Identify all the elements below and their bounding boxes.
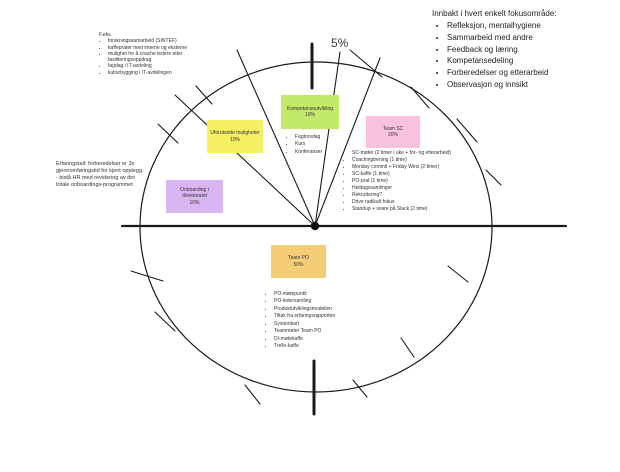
tick-mark: [410, 86, 430, 109]
sticky-uforutsette-muligheter[interactable]: Uforutsette muligheter 10%: [207, 120, 263, 153]
sticky-onboarding[interactable]: Onboarding i direktoratet 10%: [166, 180, 223, 213]
list-item: Rekruttering?: [352, 192, 467, 199]
tick-mark: [130, 270, 164, 282]
tick-mark: [456, 118, 478, 143]
sticky-title: Kompetanseutvikling: [286, 105, 334, 112]
list-item: Trello-kaffe: [274, 343, 373, 350]
list-item: Kurs: [295, 141, 348, 148]
list-item: Sammarbeid med andre: [447, 32, 618, 43]
list-item: Kompetansedeling: [447, 55, 618, 66]
sticky-team-sc[interactable]: Team SC 20%: [366, 116, 420, 148]
list-item: Coachingtrening (1 time): [352, 157, 467, 164]
list-item: Monday commit + Friday Wins (2 timer): [352, 164, 467, 171]
examples-heading: F.eks.: [99, 32, 113, 38]
list-item: Systemkart: [274, 321, 373, 328]
tick-mark: [157, 123, 179, 144]
tick-mark: [400, 337, 415, 358]
list-item: Refleksjon, mentalhygiene: [447, 20, 618, 31]
tick-mark: [349, 49, 383, 78]
list-item: Forberedelser og etterarbeid: [447, 67, 618, 78]
sticky-title: Team PO: [288, 255, 309, 262]
tick-mark: [447, 265, 469, 283]
slice-percent-label[interactable]: 5%: [331, 36, 349, 50]
list-item: PO-prat (1 time): [352, 178, 467, 185]
sector-line: [314, 51, 341, 227]
list-item: Feedback og læring: [447, 44, 618, 55]
tick-mark: [485, 169, 502, 186]
kompetanseutvikling-activities-list[interactable]: FagtorsdagKursKonferanser: [286, 133, 348, 157]
experience-line1: Erfaringstall: forberedelser er 3x gjenn…: [56, 161, 144, 174]
sector-line: [174, 94, 316, 227]
tick-mark: [154, 311, 176, 332]
sticky-kompetanseutvikling[interactable]: Kompetanseutvikling 10%: [281, 95, 339, 129]
team-sc-activities-list[interactable]: SC-møter (2 timer i uke + for- og ettera…: [343, 149, 467, 213]
list-item: forskningssamarbeid (SINTEF): [108, 38, 221, 44]
list-item: DI-møtekaffe: [274, 336, 373, 343]
list-item: SC-kaffe (1 time): [352, 171, 467, 178]
list-item: PO-møtepunkt: [274, 291, 373, 298]
focus-areas-note[interactable]: Innbakt i hvert enkelt fokusområde: Refl…: [432, 8, 618, 90]
experience-note[interactable]: Erfaringstall: forberedelser er 3x gjenn…: [56, 161, 148, 189]
list-item: Teammøter Team PO: [274, 328, 373, 335]
list-item: Tiltak fra erfaringsrapporten: [274, 313, 373, 320]
sector-line: [314, 57, 381, 227]
list-item: kaffeprater med interne og eksterne: [108, 45, 221, 51]
sticky-team-po[interactable]: Team PO 50%: [271, 245, 326, 278]
sticky-title: Onboarding i direktoratet: [180, 187, 209, 200]
sticky-title: Uforutsette muligheter: [210, 130, 260, 137]
sticky-percent: 10%: [189, 199, 200, 206]
list-item: fagdag i IT-avdeling: [108, 63, 221, 69]
focus-areas-heading: Innbakt i hvert enkelt fokusområde:: [432, 9, 557, 18]
list-item: Drive radikalt fokus: [352, 199, 467, 206]
tick-mark: [195, 85, 213, 105]
center-dot: [310, 221, 320, 231]
list-item: Heldagssamlinger: [352, 185, 467, 192]
tick-mark: [352, 379, 368, 398]
list-item: mulighet for å coache ledere etter fasil…: [108, 51, 221, 64]
list-item: kulturbygging i IT-avdelingen: [108, 70, 221, 76]
list-item: SC-møter (2 timer i uke + for- og ettera…: [352, 150, 467, 157]
sticky-percent: 10%: [304, 112, 315, 118]
list-item: Standup + svare på Slack (2 time): [352, 206, 467, 213]
list-item: Produktutviklingsmodellen: [274, 306, 373, 313]
sticky-percent: 10%: [229, 136, 240, 143]
list-item: Konferanser: [295, 149, 348, 156]
sticky-title: Team SC: [382, 125, 404, 132]
list-item: Observasjon og innsikt: [447, 79, 618, 90]
sticky-percent: 20%: [387, 132, 398, 138]
team-po-activities-list[interactable]: PO-møtepunktPO-ledersamlingProduktutvikl…: [265, 290, 373, 351]
sector-line: [236, 49, 316, 227]
experience-line2: - bistå HR med revidering av det totale …: [56, 175, 135, 188]
sticky-percent: 50%: [293, 261, 304, 268]
list-item: Fagtorsdag: [295, 134, 348, 141]
examples-note[interactable]: F.eks. forskningssamarbeid (SINTEF)kaffe…: [99, 32, 221, 76]
list-item: PO-ledersamling: [274, 298, 373, 305]
tick-mark: [244, 384, 261, 405]
